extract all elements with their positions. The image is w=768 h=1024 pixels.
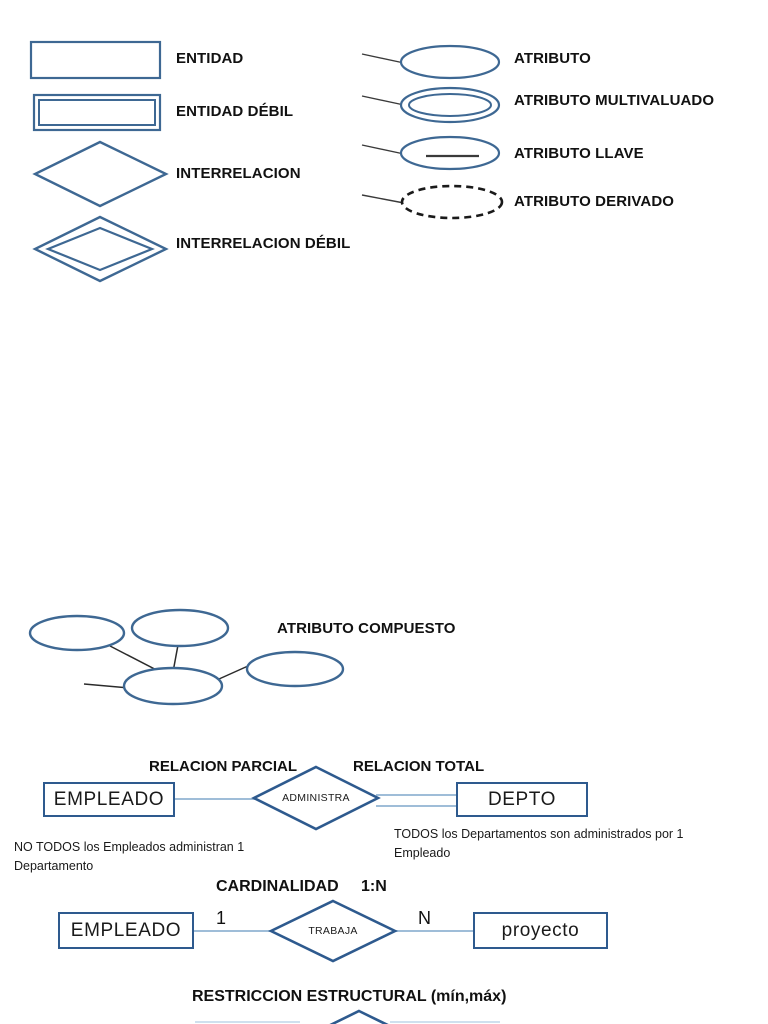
legend-label-atributo: ATRIBUTO xyxy=(514,50,591,67)
cardinality-heading: CARDINALIDAD xyxy=(216,878,339,895)
legend-label-entidad: ENTIDAD xyxy=(176,50,244,67)
composite-ellipse-topleft xyxy=(28,614,126,652)
composite-attribute-label: ATRIBUTO COMPUESTO xyxy=(277,620,456,637)
cardinality-ratio: 1:N xyxy=(361,878,387,895)
shape-atributo-llave-ellipse xyxy=(399,135,501,171)
shape-structural-diamond-top xyxy=(329,1009,389,1024)
legend-label-atributo-llave: ATRIBUTO LLAVE xyxy=(514,145,644,162)
shape-atributo-multivaluado-inner xyxy=(408,93,492,117)
entity-empleado-cardinality[interactable]: EMPLEADO xyxy=(58,912,194,949)
cardinality-mark-left: 1 xyxy=(216,908,227,928)
shape-interrelacion-diamond xyxy=(32,140,169,208)
connector-atributo xyxy=(361,53,405,64)
composite-link-stub xyxy=(83,683,131,689)
shape-trabaja-diamond xyxy=(268,899,398,963)
entity-depto-label: DEPTO xyxy=(487,788,557,810)
shape-interrelacion-debil-inner xyxy=(45,226,155,272)
cardinality-mark-right: N xyxy=(418,908,431,928)
shape-atributo-derivado-ellipse xyxy=(400,184,504,220)
legend-label-atributo-multivaluado: ATRIBUTO MULTIVALUADO xyxy=(514,92,715,109)
composite-ellipse-right xyxy=(245,650,345,688)
relationship-administra-label: ADMINISTRA xyxy=(282,792,350,804)
relacion-total-label: RELACION TOTAL xyxy=(353,758,485,775)
entity-proyecto-label: proyecto xyxy=(501,919,580,941)
composite-ellipse-center xyxy=(122,666,224,706)
composite-link-right xyxy=(218,665,249,680)
entity-proyecto[interactable]: proyecto xyxy=(473,912,608,949)
shape-administra-diamond xyxy=(251,765,381,831)
legend-label-entidad-debil: ENTIDAD DÉBIL xyxy=(176,103,294,120)
legend-label-interrelacion-debil: INTERRELACION DÉBIL xyxy=(176,235,351,252)
entity-empleado-cardinality-label: EMPLEADO xyxy=(70,919,182,941)
composite-ellipse-topmiddle xyxy=(130,608,230,648)
connector-atributo-derivado xyxy=(361,194,405,204)
legend-label-atributo-derivado: ATRIBUTO DERIVADO xyxy=(514,193,675,210)
shape-atributo-ellipse xyxy=(399,44,501,80)
shape-entidad-debil-inner xyxy=(38,99,156,126)
connector-atributo-llave xyxy=(361,144,405,155)
entity-empleado-participation[interactable]: EMPLEADO xyxy=(43,782,175,817)
shape-entidad-rectangle xyxy=(29,40,162,80)
partial-participation-caption: NO TODOS los Empleados administran 1 Dep… xyxy=(14,840,245,874)
legend-label-interrelacion: INTERRELACION xyxy=(176,165,301,182)
connector-atributo-multivaluado xyxy=(361,95,405,106)
structural-restriction-heading: RESTRICCION ESTRUCTURAL (mín,máx) xyxy=(192,988,507,1005)
entity-empleado-participation-label: EMPLEADO xyxy=(53,788,165,810)
relacion-parcial-label: RELACION PARCIAL xyxy=(149,758,298,775)
relationship-trabaja-label: TRABAJA xyxy=(308,925,358,937)
total-participation-caption: TODOS los Departamentos son administrado… xyxy=(394,827,684,861)
entity-depto[interactable]: DEPTO xyxy=(456,782,588,817)
